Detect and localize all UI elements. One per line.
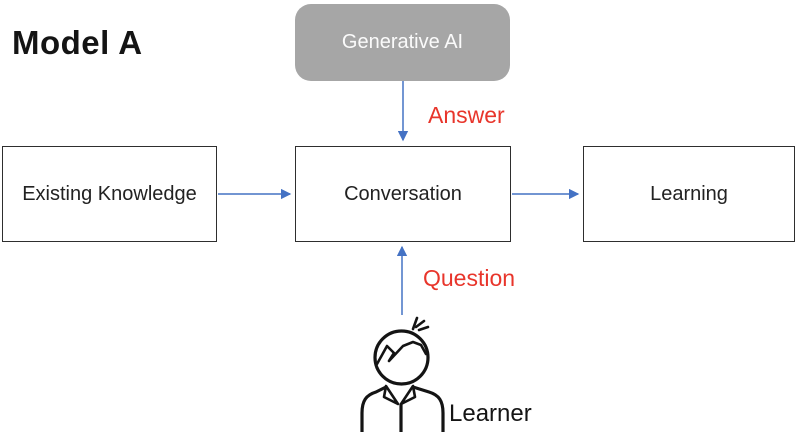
node-learning: Learning xyxy=(583,146,795,242)
edge-label-question: Question xyxy=(423,265,516,291)
learner-icon xyxy=(360,316,445,432)
node-label-existing-knowledge: Existing Knowledge xyxy=(22,182,197,205)
node-label-learning: Learning xyxy=(650,182,728,205)
learner-label: Learner xyxy=(449,400,532,427)
node-generative-ai: Generative AI xyxy=(295,4,510,81)
node-label-generative-ai: Generative AI xyxy=(341,31,464,53)
node-conversation: Conversation xyxy=(295,146,511,242)
diagram-title: Model A xyxy=(12,24,143,61)
node-existing-knowledge: Existing Knowledge xyxy=(2,146,217,242)
edge-label-answer: Answer xyxy=(428,102,505,128)
node-label-conversation: Conversation xyxy=(344,182,462,205)
